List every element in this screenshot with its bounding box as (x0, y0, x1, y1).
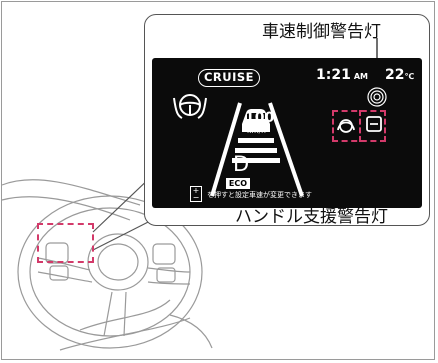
cruise-badge: CRUISE (198, 69, 260, 87)
clock-suffix: AM (353, 72, 368, 81)
steering-assist-warning-label: ハンドル支援警告灯 (235, 207, 388, 227)
speed-control-warning-label: 車速制御警告灯 (262, 22, 381, 42)
gear-indicator: D (233, 152, 250, 176)
outside-temperature: 22℃ (385, 67, 414, 83)
temperature-value: 22 (385, 67, 405, 83)
set-speed-hint: を押すと設定車速が変更できます (207, 191, 312, 199)
set-speed-unit: km/h (247, 126, 266, 135)
road-graphic (173, 87, 387, 197)
speed-control-warning-icon (337, 119, 355, 133)
switch-highlight-box (37, 223, 94, 263)
steering-assist-warning-icon (366, 116, 382, 132)
warning-light-divider (359, 110, 361, 142)
clock-time: 1:21 (316, 67, 351, 83)
radar-icon (367, 87, 387, 107)
set-speed: 100 (245, 110, 275, 126)
temperature-unit: ℃ (404, 72, 415, 81)
eco-badge: ECO (226, 178, 250, 189)
steering-assist-icon (173, 94, 207, 119)
plus-minus-switch-icon: +− (190, 186, 202, 202)
